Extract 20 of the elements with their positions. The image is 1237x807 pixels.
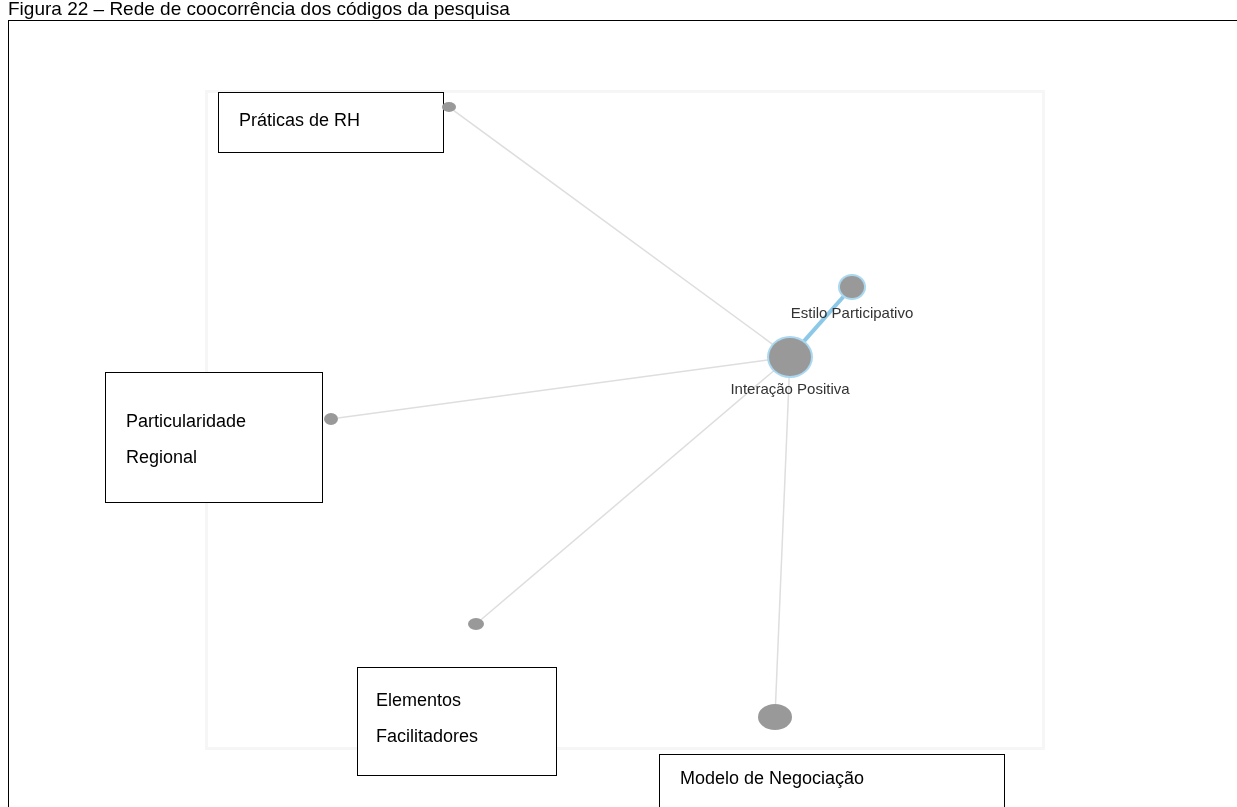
figure-title: Figura 22 – Rede de coocorrência dos códigos da pesquisa — [8, 0, 510, 20]
node-label: Práticas de RH — [239, 109, 361, 132]
node-circle — [468, 618, 484, 630]
label-box — [659, 754, 1005, 807]
label-box — [218, 92, 444, 153]
node-label: Estilo Participativo — [790, 304, 914, 321]
network-edge — [480, 369, 776, 621]
label-box — [357, 667, 557, 776]
network-edge — [801, 294, 846, 344]
node-circle — [324, 413, 338, 425]
network-edge — [337, 359, 770, 419]
network-edge — [774, 375, 790, 705]
node-label: Modelo de Negociação — [680, 767, 865, 790]
network-edge — [453, 109, 775, 346]
node-label: Elementos Facilitadores — [376, 689, 480, 748]
node-circle — [758, 704, 792, 730]
node-label: Interação Positiva — [730, 380, 850, 397]
node-label: Particularidade Regional — [126, 410, 248, 469]
label-box — [105, 372, 323, 503]
node-circle — [442, 102, 456, 112]
